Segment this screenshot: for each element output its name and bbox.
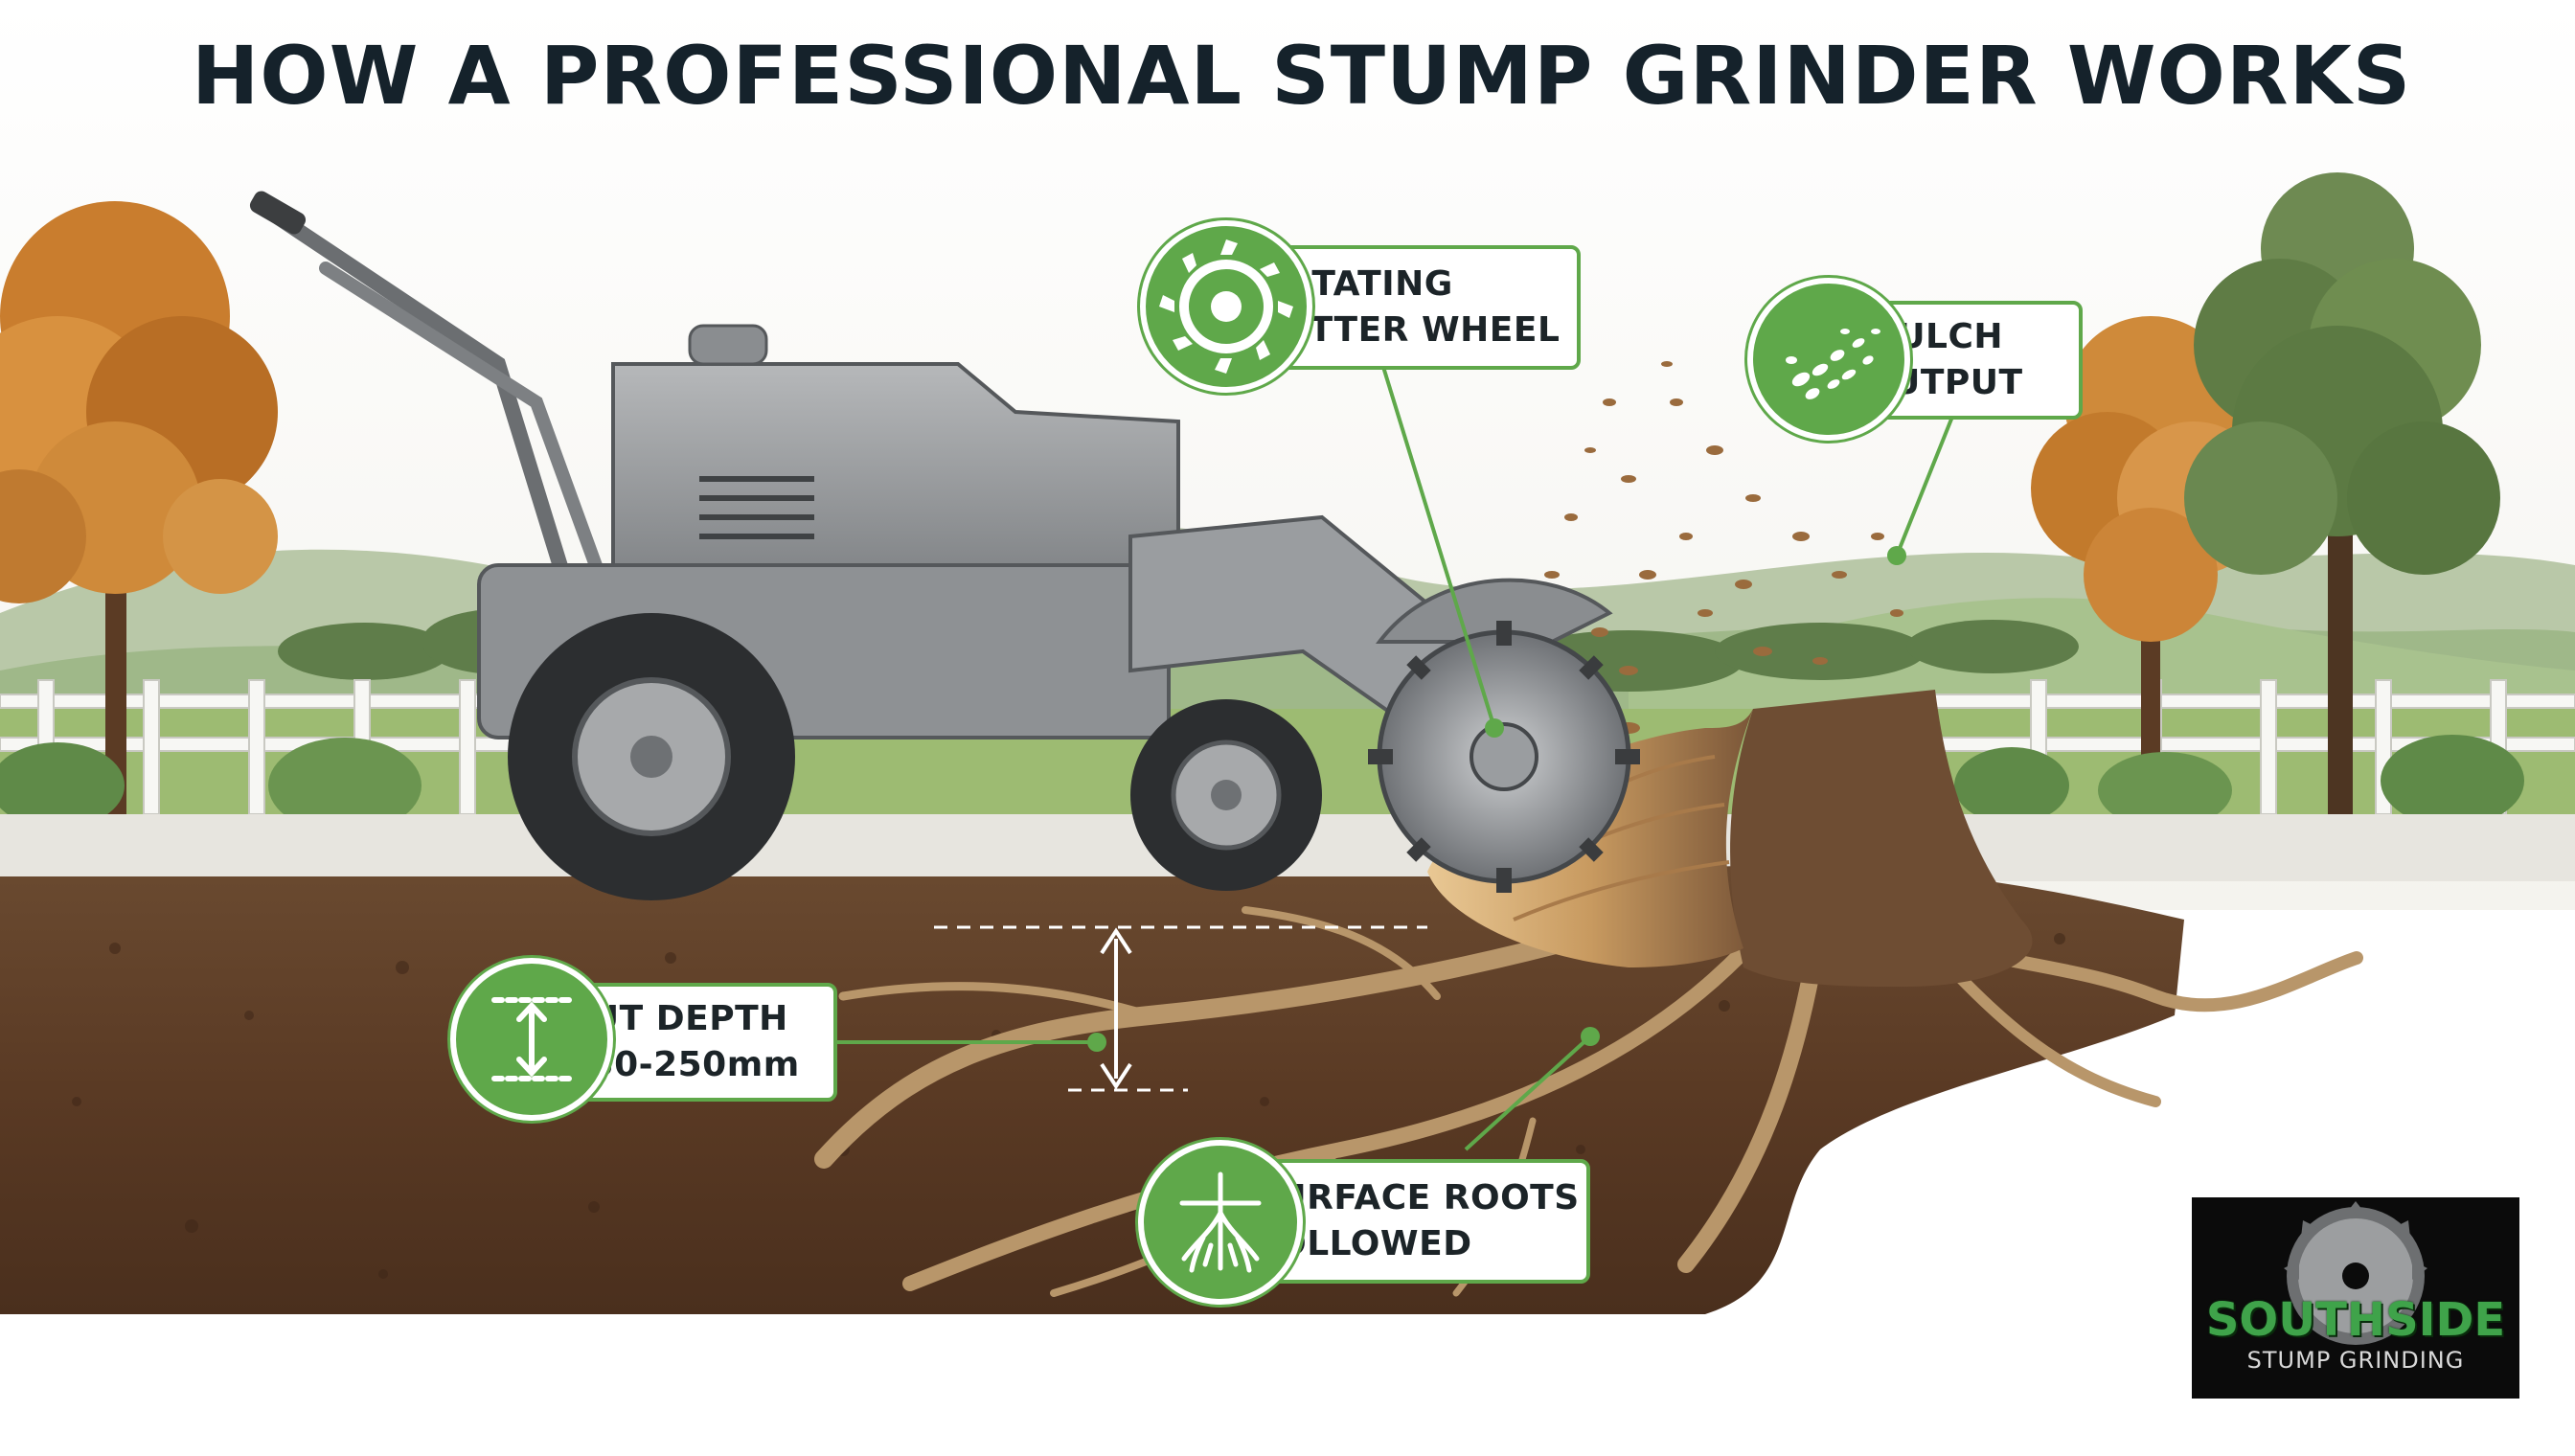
callout-line1: SURFACE ROOTS bbox=[1253, 1178, 1580, 1217]
company-logo: SOUTHSIDE STUMP GRINDING bbox=[2192, 1197, 2519, 1399]
saw-blade-logo-icon bbox=[2284, 1201, 2427, 1345]
wood-chips-icon bbox=[1747, 278, 1910, 441]
shrubs bbox=[0, 735, 2524, 833]
logo-brand: SOUTHSIDE bbox=[2205, 1293, 2506, 1347]
leader-lines bbox=[837, 353, 1956, 1151]
stump-grinder-machine bbox=[249, 191, 1640, 900]
cut-depth-measure bbox=[934, 925, 1427, 1092]
left-autumn-tree bbox=[0, 201, 278, 814]
page-title: HOW A PROFESSIONAL STUMP GRINDER WORKS bbox=[192, 29, 2412, 123]
vertical-measure-icon bbox=[450, 958, 613, 1121]
logo-subtitle: STUMP GRINDING bbox=[2246, 1347, 2465, 1374]
callout-line2: FOLLOWED bbox=[1253, 1224, 1472, 1263]
right-green-tree bbox=[2184, 172, 2500, 814]
roots-icon bbox=[1138, 1140, 1303, 1305]
leader-dots bbox=[1087, 546, 1906, 1052]
saw-blade-icon bbox=[1140, 220, 1312, 393]
